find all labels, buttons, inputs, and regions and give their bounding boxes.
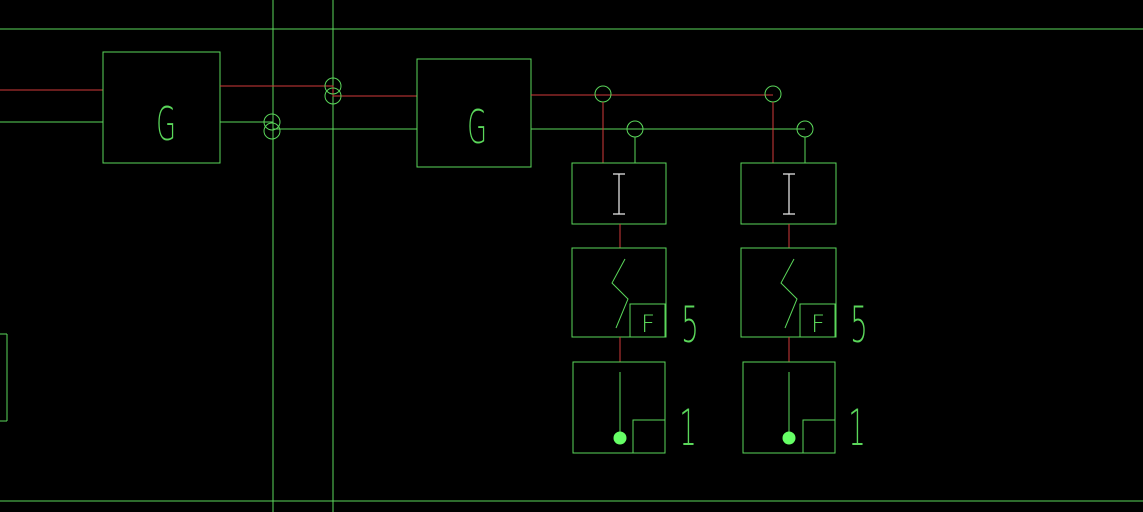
socket-outlet-block-2[interactable] xyxy=(742,361,836,454)
socket-outlet-block-1[interactable] xyxy=(572,361,666,454)
outlet-number-1: 1 xyxy=(679,399,696,457)
generator-block-1[interactable]: G xyxy=(102,51,221,164)
rcd-number-1: 5 xyxy=(681,296,698,354)
isolator-block-2[interactable]: I xyxy=(0,0,837,225)
wire-red-gen1-gen2 xyxy=(220,85,417,97)
generator-block-2[interactable]: G xyxy=(416,58,532,168)
tap-red-1 xyxy=(594,85,612,103)
fault-label-2: F xyxy=(811,310,825,338)
socket-dot-1 xyxy=(613,431,627,445)
socket-dot-2 xyxy=(782,431,796,445)
junction-cross-1b xyxy=(324,87,342,105)
junction-cross-2b xyxy=(263,122,281,140)
wire-green-gen1-gen2 xyxy=(220,121,417,130)
generator-label-1: G xyxy=(156,98,176,151)
rcd-number-2: 5 xyxy=(850,296,867,354)
isolator-block-1[interactable]: I xyxy=(0,0,667,225)
rcd-breaker-block-2[interactable]: F xyxy=(740,247,837,338)
fault-label-1: F xyxy=(641,310,655,338)
junction-cross-2a xyxy=(263,113,281,131)
outlet-number-2: 1 xyxy=(848,399,865,457)
tap-red-2 xyxy=(764,85,782,103)
generator-label-2: G xyxy=(467,101,487,154)
rcd-breaker-block-1[interactable]: F xyxy=(571,247,667,338)
junction-cross-1a xyxy=(324,77,342,95)
